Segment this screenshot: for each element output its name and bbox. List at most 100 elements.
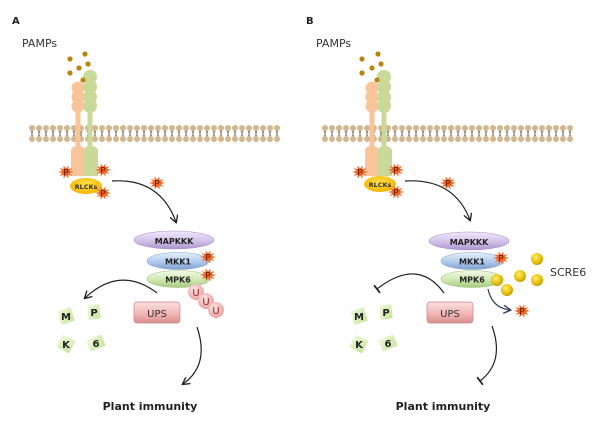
phosphate-burst xyxy=(440,176,456,190)
lipid-head xyxy=(113,125,119,131)
lipid-head xyxy=(560,136,566,142)
lipid-tail xyxy=(58,130,62,137)
lipid-head xyxy=(504,125,510,131)
lipid-head xyxy=(511,125,517,131)
lipid-tail xyxy=(212,130,216,137)
lipid-head xyxy=(518,125,524,131)
lipid-tail xyxy=(505,130,509,137)
phosphate-burst xyxy=(200,250,216,264)
lipid-head xyxy=(225,136,231,142)
lipid-head xyxy=(253,125,259,131)
lipid-tail xyxy=(365,130,369,137)
lipid-head xyxy=(483,125,489,131)
lipid-head xyxy=(413,125,419,131)
lipid-tail xyxy=(435,130,439,137)
lipid-tail xyxy=(247,130,251,137)
lipid-tail xyxy=(135,130,139,137)
phosphate-label: P xyxy=(357,169,363,179)
lipid-head xyxy=(406,125,412,131)
lipid-head xyxy=(239,125,245,131)
receptor-complex xyxy=(71,70,98,176)
signal-arrow xyxy=(111,180,176,222)
lipid-tail xyxy=(65,130,69,137)
lipid-head xyxy=(469,125,475,131)
lipid-head xyxy=(134,136,140,142)
lipid-head xyxy=(134,125,140,131)
lipid-head xyxy=(462,125,468,131)
lipid-head xyxy=(490,125,496,131)
lipid-tail xyxy=(72,130,76,137)
fragment-label: K xyxy=(355,340,364,351)
lipid-head xyxy=(267,136,273,142)
mkk1-label: MKK1 xyxy=(165,258,191,267)
phosphate-burst xyxy=(95,186,111,200)
phosphate-burst xyxy=(58,165,74,179)
lipid-head xyxy=(448,136,454,142)
ups-box xyxy=(133,301,181,324)
membrane xyxy=(29,125,280,142)
lipid-tail xyxy=(449,130,453,137)
lipid-head xyxy=(141,136,147,142)
lipid-head xyxy=(476,136,482,142)
lipid-head xyxy=(497,136,503,142)
lipid-head xyxy=(148,125,154,131)
phosphate-label: P xyxy=(519,308,525,318)
lipid-head xyxy=(448,125,454,131)
lipid-head xyxy=(427,136,433,142)
lipid-head xyxy=(99,136,105,142)
lipid-head xyxy=(246,136,252,142)
bound-pamp xyxy=(80,77,86,83)
lipid-tail xyxy=(540,130,544,137)
phospho-mpk6: P xyxy=(200,268,216,282)
lipid-tail xyxy=(484,130,488,137)
immunity-arrow xyxy=(183,326,202,384)
panel-b: B PAMPs RLCKs P P P P xyxy=(306,16,586,413)
lipid-tail xyxy=(51,130,55,137)
lipid-tail xyxy=(198,130,202,137)
lipid-head xyxy=(218,136,224,142)
degraded-fragments: M P K 6 xyxy=(349,304,398,354)
lipid-head xyxy=(197,136,203,142)
lipid-head xyxy=(511,136,517,142)
lipid-head xyxy=(336,125,342,131)
dephosphorylation-arrow xyxy=(487,288,510,310)
lipid-head xyxy=(43,125,49,131)
phosphate-label: P xyxy=(445,180,451,190)
lipid-head xyxy=(64,125,70,131)
phosphate-label: P xyxy=(498,255,504,265)
lipid-head xyxy=(455,125,461,131)
lipid-head xyxy=(176,136,182,142)
lipid-head xyxy=(469,136,475,142)
lipid-head xyxy=(141,125,147,131)
pamp-molecules xyxy=(67,51,91,76)
signal-arrow xyxy=(404,180,470,220)
membrane xyxy=(322,125,573,142)
lipid-tail xyxy=(114,130,118,137)
degradation-inhibition xyxy=(373,273,445,294)
lipid-tail xyxy=(337,130,341,137)
lipid-tail xyxy=(233,130,237,137)
lipid-head xyxy=(560,125,566,131)
lipid-tail xyxy=(93,130,97,137)
lipid-head xyxy=(36,136,42,142)
lipid-tail xyxy=(191,130,195,137)
scre6-label: SCRE6 xyxy=(550,266,586,279)
lipid-head xyxy=(553,125,559,131)
lipid-head xyxy=(162,125,168,131)
lipid-tail xyxy=(37,130,41,137)
lipid-tail xyxy=(393,130,397,137)
degradation-arrow xyxy=(85,279,158,298)
ups-label: UPS xyxy=(147,309,167,320)
pamps-label: PAMPs xyxy=(316,37,351,50)
lipid-tail xyxy=(491,130,495,137)
lipid-head xyxy=(253,136,259,142)
lipid-head xyxy=(364,125,370,131)
lipid-head xyxy=(169,125,175,131)
lipid-head xyxy=(518,136,524,142)
lipid-head xyxy=(148,136,154,142)
lipid-head xyxy=(420,136,426,142)
lipid-head xyxy=(567,136,573,142)
lipid-head xyxy=(197,125,203,131)
phosphate-label: P xyxy=(393,189,399,199)
